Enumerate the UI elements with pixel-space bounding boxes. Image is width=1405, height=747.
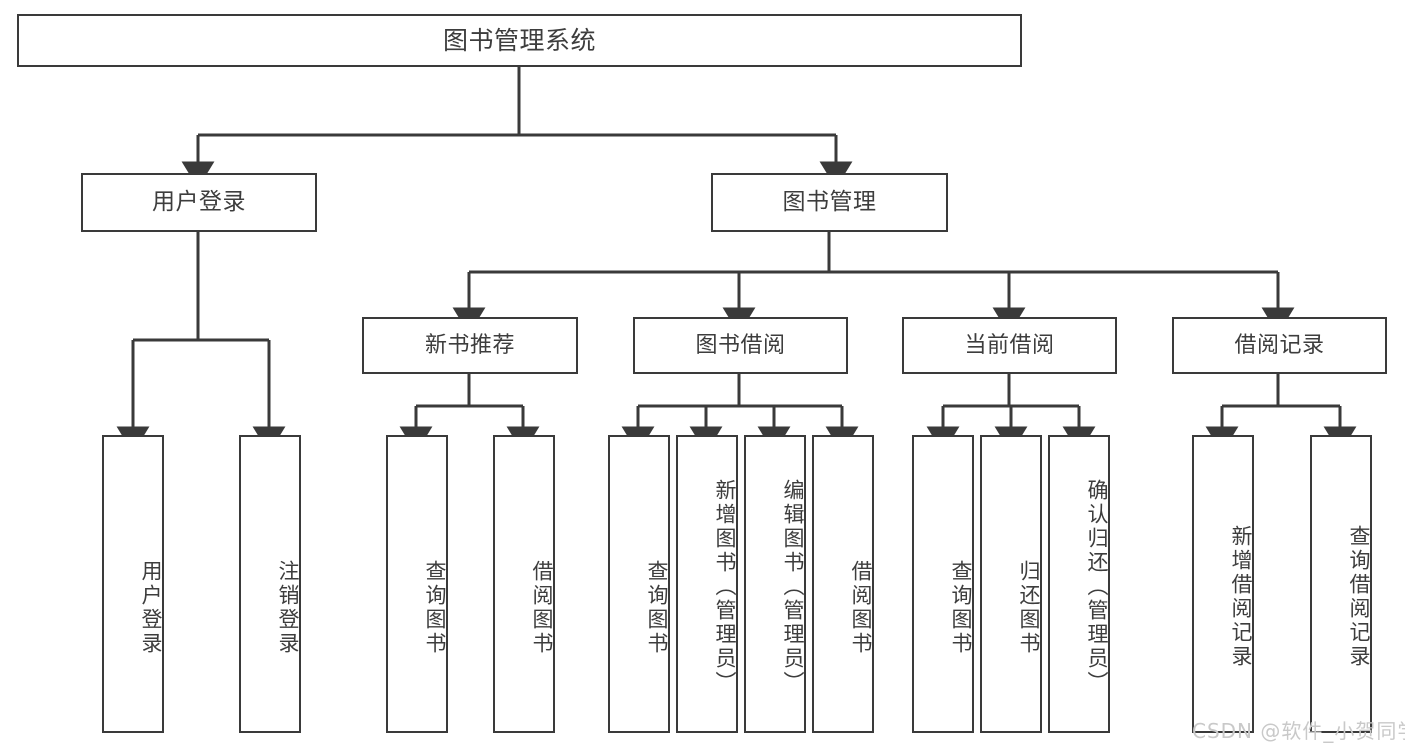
node-leaf-user-login-label: 用户登录 <box>139 560 163 656</box>
node-user-login[interactable]: 用户登录 <box>81 173 317 232</box>
node-leaf-add-book[interactable]: 新增图书（管理员） <box>676 435 738 733</box>
node-root-system[interactable]: 图书管理系统 <box>17 14 1022 67</box>
node-current-borrow-label: 当前借阅 <box>964 332 1055 358</box>
node-leaf-user-login[interactable]: 用户登录 <box>102 435 164 733</box>
node-root-label: 图书管理系统 <box>442 25 596 55</box>
node-borrow-record[interactable]: 借阅记录 <box>1172 317 1387 374</box>
node-leaf-query-record[interactable]: 查询借阅记录 <box>1310 435 1372 733</box>
node-book-management[interactable]: 图书管理 <box>711 173 948 232</box>
node-leaf-add-book-label: 新增图书（管理员） <box>713 479 737 695</box>
node-new-book-recommend[interactable]: 新书推荐 <box>362 317 578 374</box>
node-leaf-edit-book-label: 编辑图书（管理员） <box>781 479 805 695</box>
node-new-book-recommend-label: 新书推荐 <box>424 332 515 358</box>
node-leaf-query-book-1[interactable]: 查询图书 <box>386 435 448 733</box>
node-leaf-borrow-book-1-label: 借阅图书 <box>530 560 554 656</box>
node-book-management-label: 图书管理 <box>782 188 877 215</box>
node-current-borrow[interactable]: 当前借阅 <box>902 317 1117 374</box>
node-leaf-query-book-3-label: 查询图书 <box>949 560 973 656</box>
node-leaf-edit-book[interactable]: 编辑图书（管理员） <box>744 435 806 733</box>
node-borrow-record-label: 借阅记录 <box>1234 332 1325 358</box>
node-book-borrow-label: 图书借阅 <box>695 332 786 358</box>
node-leaf-return-book-label: 归还图书 <box>1017 560 1041 656</box>
node-book-borrow[interactable]: 图书借阅 <box>633 317 848 374</box>
node-leaf-query-record-label: 查询借阅记录 <box>1347 525 1371 669</box>
node-leaf-query-book-2-label: 查询图书 <box>645 560 669 656</box>
node-leaf-borrow-book-2-label: 借阅图书 <box>849 560 873 656</box>
node-leaf-return-book[interactable]: 归还图书 <box>980 435 1042 733</box>
node-leaf-confirm-return[interactable]: 确认归还（管理员） <box>1048 435 1110 733</box>
node-leaf-query-book-3[interactable]: 查询图书 <box>912 435 974 733</box>
node-leaf-borrow-book-1[interactable]: 借阅图书 <box>493 435 555 733</box>
node-leaf-query-book-1-label: 查询图书 <box>423 560 447 656</box>
node-leaf-query-book-2[interactable]: 查询图书 <box>608 435 670 733</box>
node-leaf-logout-login-label: 注销登录 <box>276 560 300 656</box>
node-leaf-logout-login[interactable]: 注销登录 <box>239 435 301 733</box>
node-leaf-add-record-label: 新增借阅记录 <box>1229 525 1253 669</box>
node-leaf-borrow-book-2[interactable]: 借阅图书 <box>812 435 874 733</box>
node-leaf-add-record[interactable]: 新增借阅记录 <box>1192 435 1254 733</box>
node-user-login-label: 用户登录 <box>152 188 246 215</box>
node-leaf-confirm-return-label: 确认归还（管理员） <box>1085 479 1109 695</box>
